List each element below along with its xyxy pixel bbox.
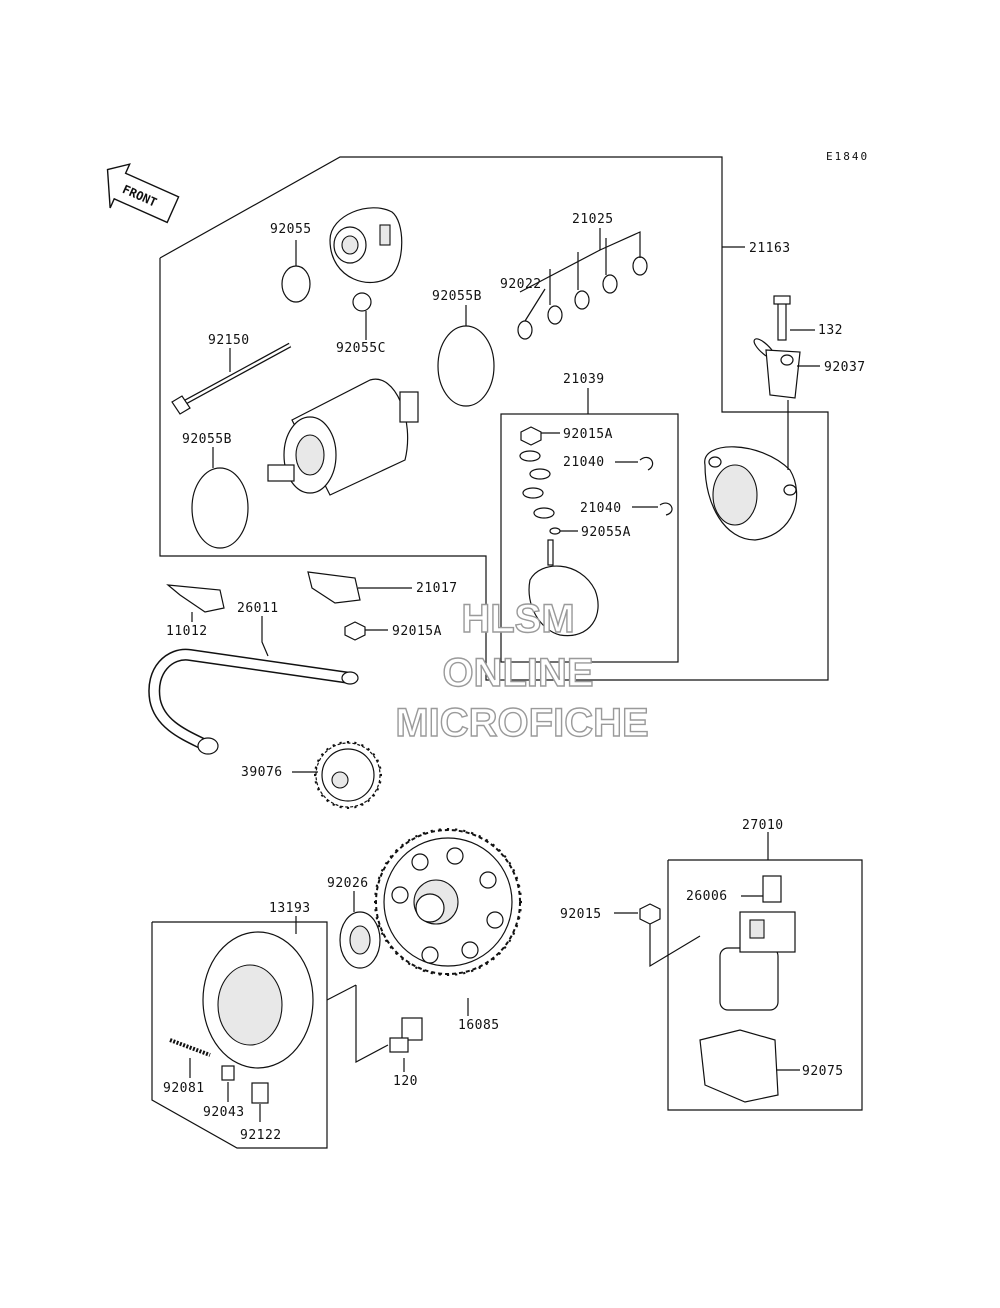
through-bolt-92150: [171, 342, 292, 415]
label-92043: 92043: [203, 1105, 245, 1120]
label-16085: 16085: [458, 1018, 500, 1033]
brush-holder: [528, 539, 599, 637]
starter-motor-body: [267, 378, 419, 496]
label-92081: 92081: [163, 1081, 205, 1096]
label-92015: 92015: [560, 907, 602, 922]
label-26011: 26011: [237, 601, 279, 616]
cap-21017: [307, 571, 361, 604]
clutch-13193: [202, 931, 314, 1069]
label-92015a-top: 92015A: [563, 427, 613, 442]
relay-cover-92075: [699, 1029, 779, 1103]
relay-outline: [667, 859, 863, 1111]
label-92055a: 92055A: [581, 525, 631, 540]
spring-21040-b: [659, 502, 673, 516]
label-132: 132: [818, 323, 843, 338]
front-arrow-icon: FRONT: [106, 163, 180, 224]
label-92150: 92150: [208, 333, 250, 348]
label-92026: 92026: [327, 876, 369, 891]
watermark-line-3: MICROFICHE: [395, 701, 648, 745]
bracket-92037: [753, 338, 801, 399]
label-92075: 92075: [802, 1064, 844, 1079]
o-ring-92055c: [352, 292, 372, 312]
rear-cover-21163: [704, 446, 798, 541]
label-13193: 13193: [269, 901, 311, 916]
brush-set-outline: [500, 413, 679, 663]
label-21040-b: 21040: [580, 501, 622, 516]
shaft-120: [389, 1017, 423, 1053]
nut-92015-leader: [649, 924, 701, 968]
nut-92015a-mid: [344, 621, 366, 641]
starter-relay-27010: [719, 911, 796, 1011]
label-92015a-mid: 92015A: [392, 624, 442, 639]
label-21040-a: 21040: [563, 455, 605, 470]
roller-92122: [251, 1082, 269, 1104]
watermark: HLSM ONLINE MICROFICHE: [395, 596, 650, 745]
nut-92015: [639, 903, 661, 925]
front-cover: [329, 207, 403, 284]
washers-21025: [517, 256, 648, 340]
label-39076: 39076: [241, 765, 283, 780]
label-120: 120: [393, 1074, 418, 1089]
spring-21040-a: [639, 456, 654, 471]
label-11012: 11012: [166, 624, 208, 639]
spring-92081: [169, 1038, 211, 1057]
starter-assembly-outline: [159, 156, 829, 681]
diagram-code: E1840: [826, 150, 869, 163]
label-21025: 21025: [572, 212, 614, 227]
label-21163: 21163: [749, 241, 791, 256]
label-21017: 21017: [416, 581, 458, 596]
shaft-leader: [355, 985, 389, 1063]
part-labels: 92055 92055C 92055B 21025 92022 21163 13…: [163, 212, 866, 1143]
label-26006: 26006: [686, 889, 728, 904]
label-21039: 21039: [563, 372, 605, 387]
o-ring-92055b-upper: [437, 325, 495, 407]
label-92122: 92122: [240, 1128, 282, 1143]
o-ring-92055: [281, 265, 311, 303]
o-ring-92055b-lower: [191, 467, 249, 549]
cap-11012: [166, 584, 225, 613]
label-92055: 92055: [270, 222, 312, 237]
clutch-outline: [151, 921, 328, 1149]
watermark-line-2: ONLINE: [442, 651, 593, 695]
clutch-leader: [326, 984, 357, 1001]
washer-92026-hole: [349, 925, 371, 955]
brush-washers: [519, 450, 561, 535]
watermark-line-1: HLSM: [461, 597, 574, 641]
label-92037: 92037: [824, 360, 866, 375]
label-92055b-left: 92055B: [182, 432, 232, 447]
leader-lines: [189, 228, 820, 1122]
fuse-26006: [762, 875, 782, 903]
nut-92015a-top: [520, 426, 542, 446]
bolt-132: [773, 295, 791, 341]
label-92055c: 92055C: [336, 341, 386, 356]
label-27010: 27010: [742, 818, 784, 833]
label-92055b-top: 92055B: [432, 289, 482, 304]
cable-26011: [148, 648, 359, 755]
idle-gear-39076: [315, 742, 381, 808]
plunger-92043: [221, 1065, 235, 1081]
label-92022: 92022: [500, 277, 542, 292]
starter-clutch-gear-16085: [375, 829, 521, 975]
